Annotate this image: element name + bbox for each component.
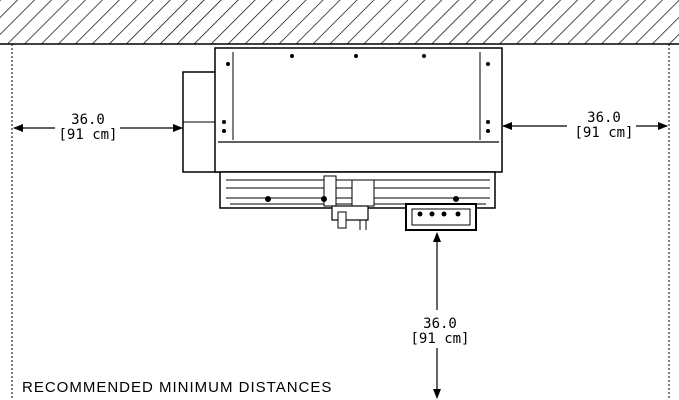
main-cabinet bbox=[214, 47, 503, 173]
bottom-dimension-metric: [91 cm] bbox=[410, 331, 469, 347]
fastener-dots bbox=[222, 54, 490, 217]
left-dimension-value: 36.0 bbox=[71, 112, 105, 128]
bottom-dimension: 36.0 [91 cm] bbox=[410, 232, 470, 399]
right-dimension: 36.0 [91 cm] bbox=[502, 110, 668, 141]
ceiling bbox=[0, 0, 679, 45]
clearance-boundary bbox=[11, 44, 670, 400]
heater-unit bbox=[182, 47, 503, 231]
left-dimension: 36.0 [91 cm] bbox=[13, 112, 183, 143]
diagram-caption: RECOMMENDED MINIMUM DISTANCES bbox=[22, 379, 332, 396]
bottom-dimension-value: 36.0 bbox=[423, 316, 457, 332]
left-dimension-metric: [91 cm] bbox=[58, 127, 117, 143]
right-dimension-metric: [91 cm] bbox=[574, 125, 633, 141]
burner-assembly bbox=[331, 205, 369, 221]
right-dimension-value: 36.0 bbox=[587, 110, 621, 126]
